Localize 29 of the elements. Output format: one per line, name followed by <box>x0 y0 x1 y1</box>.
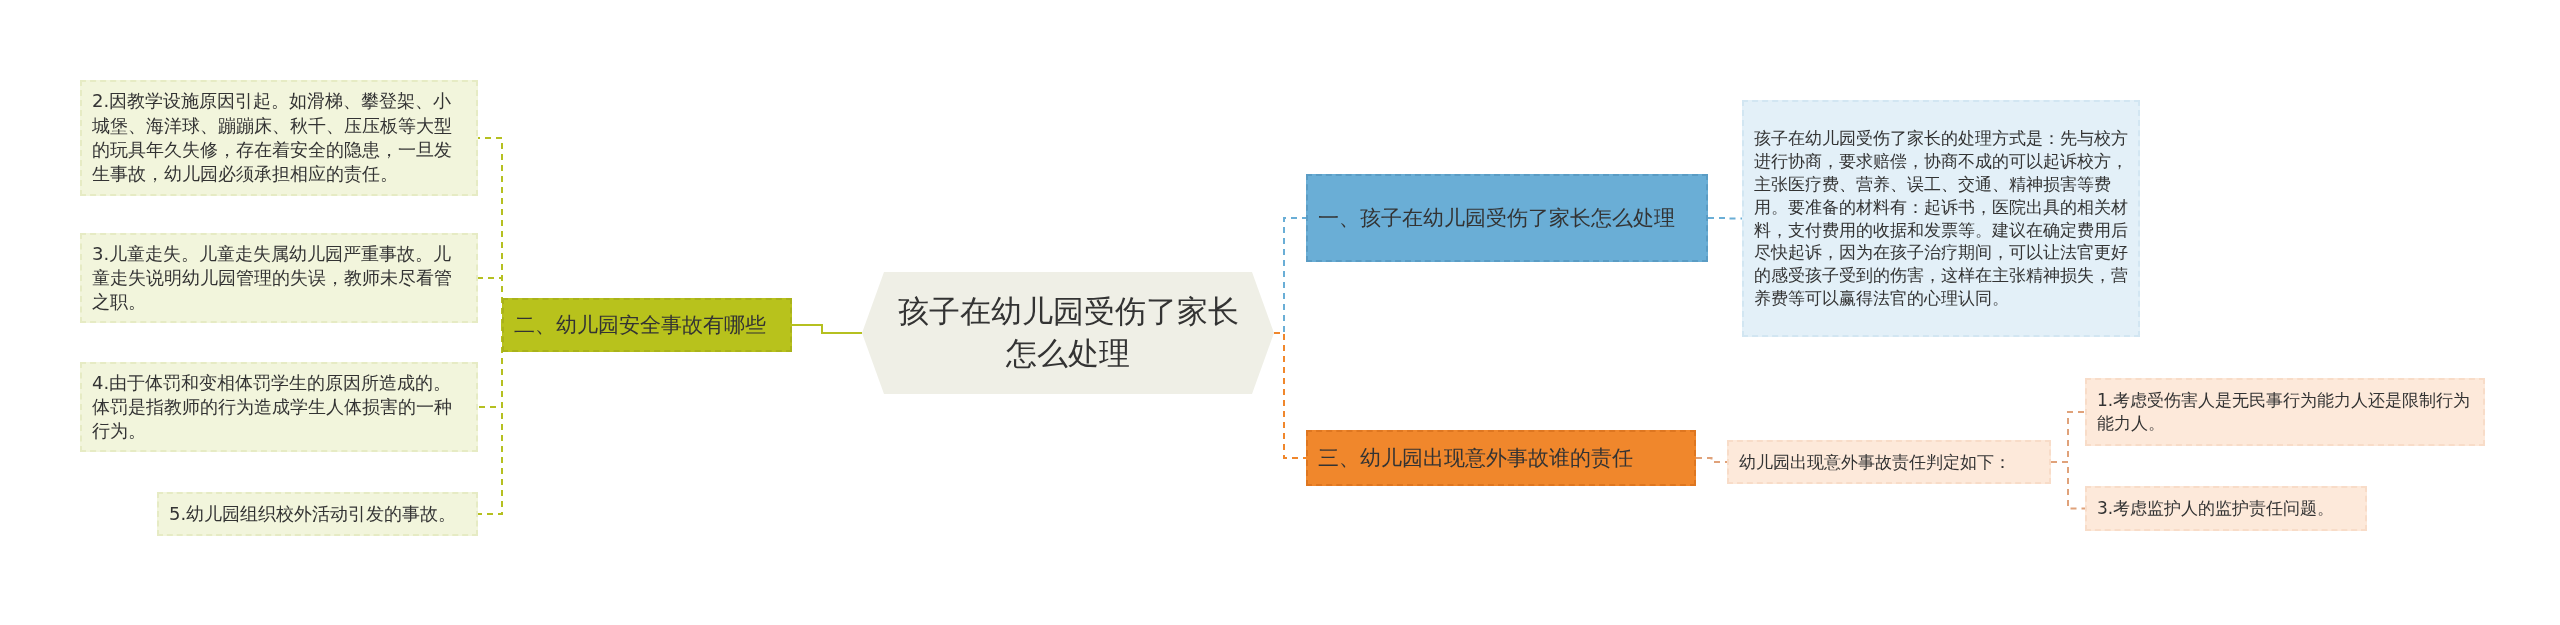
branch-topic <box>1306 174 1708 262</box>
node-text: 2.因教学设施原因引起。如滑梯、攀登架、小城堡、海洋球、蹦蹦床、秋千、压压板等大型的玩具年久失修，存在着安全的隐患，一旦发生事故，幼儿园必须承担相应的责任。 <box>92 89 453 187</box>
detail-card <box>80 80 478 196</box>
connector-line <box>1273 332 1307 459</box>
node-text: 幼儿园出现意外事故责任判定如下： <box>1739 450 2011 474</box>
detail-card <box>1742 100 2140 337</box>
node-text: 5.幼儿园组织校外活动引发的事故。 <box>169 501 457 526</box>
node-text: 二、幼儿园安全事故有哪些 <box>514 311 766 339</box>
detail-card <box>1727 440 2051 484</box>
detail-card <box>80 233 478 323</box>
node-text: 3.儿童走失。儿童走失属幼儿园严重事故。儿童走失说明幼儿园管理的失误，教师未尽看管之职。 <box>92 241 453 315</box>
branch-topic <box>1306 430 1696 486</box>
connector-line <box>1695 457 1728 463</box>
node-text: 三、幼儿园出现意外事故谁的责任 <box>1318 444 1633 472</box>
connector-line <box>1707 217 1743 220</box>
connector-line <box>2050 461 2086 510</box>
node-text: 1.考虑受伤害人是无民事行为能力人还是限制行为能力人。 <box>2097 389 2472 435</box>
branch-topic <box>502 298 792 352</box>
detail-card <box>80 362 478 452</box>
detail-card <box>157 492 478 536</box>
node-text: 3.考虑监护人的监护责任问题。 <box>2097 497 2335 520</box>
detail-card <box>2085 486 2367 531</box>
node-text: 4.由于体罚和变相体罚学生的原因所造成的。体罚是指教师的行为造成学生人体损害的一种行为。 <box>92 370 453 444</box>
node-text: 一、孩子在幼儿园受伤了家长怎么处理 <box>1318 204 1675 232</box>
detail-card <box>2085 378 2485 446</box>
topic-text: 孩子在幼儿园受伤了家长怎么处理 <box>896 292 1240 373</box>
node-text: 孩子在幼儿园受伤了家长的处理方式是：先与校方进行协商，要求赔偿，协商不成的可以起诉校方，主张医疗费、营养、误工、交通、精神损害等费用。要准备的材料有：起诉书，医院出具的相关材料，支付费用的收据和发票等。建议在确定费用后尽快起诉，因为在孩子治疗期间，可以让法官更好的感受孩子受到的伤害，这样在主张精神损失，营养费等可以赢得法官的心理认同。 <box>1754 126 2128 311</box>
central-topic <box>862 272 1274 394</box>
connector-line <box>791 324 863 334</box>
